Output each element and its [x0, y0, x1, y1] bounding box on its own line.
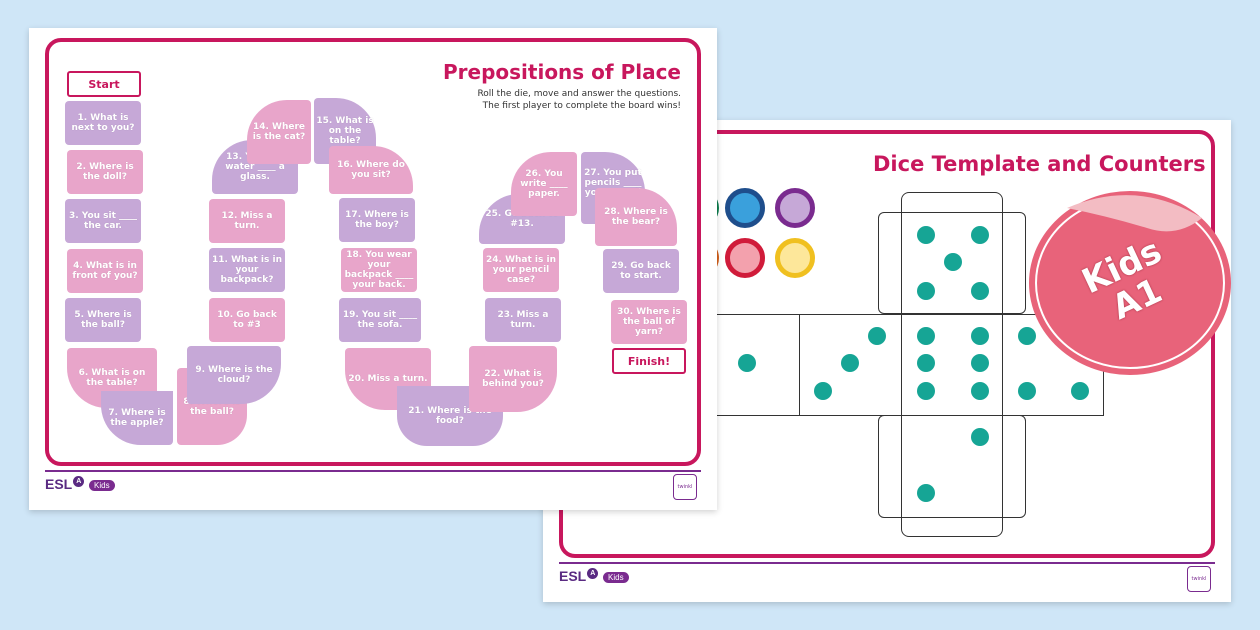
counter-yellow	[775, 238, 815, 278]
kids-badge: Kids	[89, 480, 115, 491]
dice-dot	[1018, 327, 1036, 345]
board-tile: 23. Miss a turn.	[485, 298, 561, 342]
dice-dot	[971, 382, 989, 400]
board-tile: 28. Where is the bear?	[595, 188, 677, 246]
footer-divider	[45, 470, 701, 472]
board-tile: 12. Miss a turn.	[209, 199, 285, 243]
dice-tab-bottom-right	[1002, 415, 1026, 518]
board-tile: 24. What is in your pencil case?	[483, 248, 559, 292]
counter-red	[725, 238, 765, 278]
board-tile: 4. What is in front of you?	[67, 249, 143, 293]
board-tile: 30. Where is the ball of yarn?	[611, 300, 687, 344]
finish-label: Finish!	[612, 348, 686, 374]
sheet-frame	[45, 38, 701, 466]
board-tile: 6. What is on the table?	[67, 348, 157, 408]
start-label: Start	[67, 71, 141, 97]
dice-tab-left	[878, 212, 902, 314]
dice-tab-bottom-left	[878, 415, 902, 518]
dice-dot	[971, 354, 989, 372]
dice-tab-bottom	[901, 517, 1003, 537]
dice-dot	[917, 484, 935, 502]
twinkl-logo: twinkl	[673, 474, 697, 500]
board-tile: 29. Go back to start.	[603, 249, 679, 293]
dice-face-two	[901, 415, 1003, 518]
board-tile: 7. Where is the apple?	[101, 391, 173, 445]
dice-dot	[1071, 382, 1089, 400]
dice-dot	[868, 327, 886, 345]
board-tile: 18. You wear your backpack ____ your bac…	[341, 248, 417, 292]
dice-dot	[1018, 382, 1036, 400]
dice-dot	[971, 327, 989, 345]
dice-dot	[917, 282, 935, 300]
page-title: Prepositions of Place	[443, 60, 681, 84]
board-tile: 5. Where is the ball?	[65, 298, 141, 342]
board-tile: 26. You write ____ paper.	[511, 152, 577, 216]
counter-purple	[775, 188, 815, 228]
dice-dot	[971, 226, 989, 244]
level-badge-graphic	[1029, 191, 1231, 375]
page-title: Dice Template and Counters	[873, 152, 1206, 176]
board-game-sheet: Prepositions of Place Roll the die, move…	[29, 28, 717, 510]
board-tile: 2. Where is the doll?	[67, 150, 143, 194]
dice-dot	[814, 382, 832, 400]
board-tile: 19. You sit ____ the sofa.	[339, 298, 421, 342]
footer-divider	[559, 562, 1215, 564]
dice-dot	[944, 253, 962, 271]
board-tile: 9. Where is the cloud?	[187, 346, 281, 404]
dice-dot	[917, 226, 935, 244]
level-badge: Kids A1	[1027, 188, 1232, 378]
board-tile: 17. Where is the boy?	[339, 198, 415, 242]
dice-dot	[738, 354, 756, 372]
board-tile: 10. Go back to #3	[209, 298, 285, 342]
instructions: Roll the die, move and answer the questi…	[477, 89, 681, 111]
board-tile: 1. What is next to you?	[65, 101, 141, 145]
dice-dot	[971, 282, 989, 300]
board-tile: 11. What is in your backpack?	[209, 248, 285, 292]
board-tile: 22. What is behind you?	[469, 346, 557, 412]
dice-dot	[917, 327, 935, 345]
dice-tab-right	[1002, 212, 1026, 314]
kids-badge: Kids	[603, 572, 629, 583]
dice-tab-top	[901, 192, 1003, 213]
dice-dot	[917, 382, 935, 400]
dice-dot	[917, 354, 935, 372]
twinkl-logo: twinkl	[1187, 566, 1211, 592]
dice-dot	[971, 428, 989, 446]
dice-dot	[841, 354, 859, 372]
counter-blue	[725, 188, 765, 228]
board-tile: 3. You sit ____ the car.	[65, 199, 141, 243]
